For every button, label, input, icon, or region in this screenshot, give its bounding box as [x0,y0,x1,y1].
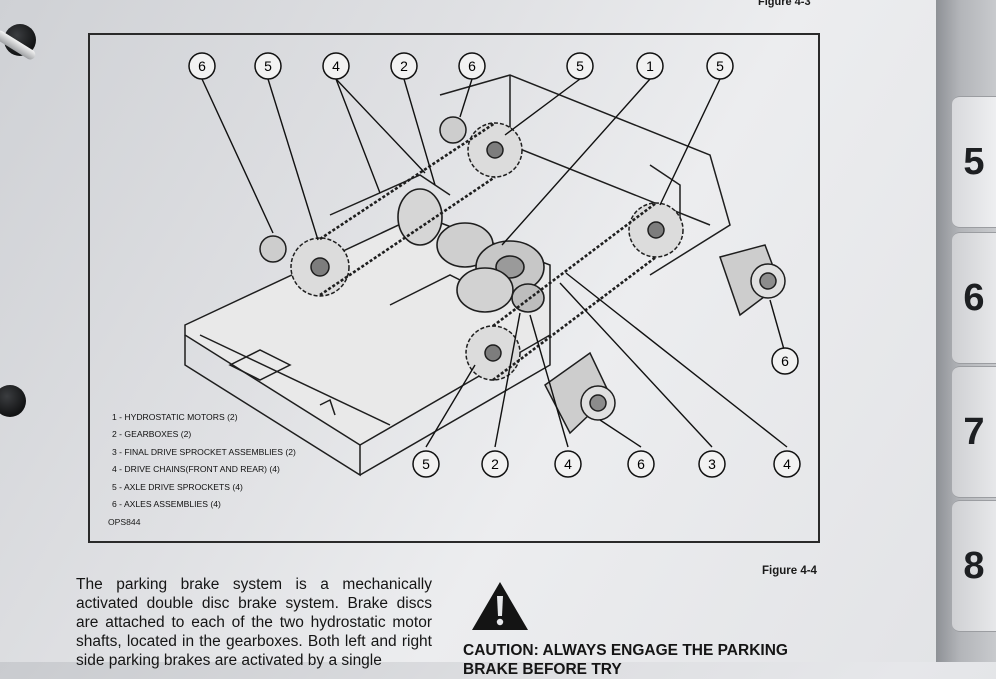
legend-item: 1 - HYDROSTATIC MOTORS (2) [112,412,238,422]
svg-text:2: 2 [491,456,499,472]
svg-text:2: 2 [400,58,408,74]
callout-2: 2 [390,52,418,80]
axle-assemblies [259,116,786,435]
tab-label: 7 [963,410,985,453]
callout-6: 6 [627,450,655,478]
binder-ring-middle [0,385,26,417]
svg-text:3: 3 [708,456,716,472]
warning-triangle-icon [472,582,528,630]
callout-3: 3 [698,450,726,478]
tab-label: 8 [963,544,985,587]
legend-item: 6 - AXLES ASSEMBLIES (4) [112,499,221,510]
svg-text:1: 1 [646,58,654,74]
chassis-frame [184,74,731,477]
figure-frame: 6 5 4 2 6 [88,33,820,543]
callout-5: 5 [706,52,734,80]
manual-page: Figure 4-3 [0,0,955,678]
parts-legend: 1 - HYDROSTATIC MOTORS (2) 2 - GEARBOXES… [112,409,296,513]
callout-5: 5 [412,450,440,478]
svg-text:5: 5 [422,456,430,472]
drivetrain-diagram: 6 5 4 2 6 [184,52,801,478]
binder-spine: 5 6 7 8 [936,0,996,662]
callout-4: 4 [554,450,582,478]
drawing-code: OPS844 [108,517,141,527]
callouts-right: 6 [771,347,799,375]
body-paragraph: The parking brake system is a mechanical… [76,576,432,669]
callout-6: 6 [458,52,486,80]
legend-item: 4 - DRIVE CHAINS(FRONT AND REAR) (4) [112,464,280,475]
figure-top-label: Figure 4-3 [758,0,811,8]
caution-heading: CAUTION: ALWAYS ENGAGE THE PARKING BRAKE… [463,642,788,678]
svg-text:6: 6 [637,456,645,472]
callout-2: 2 [481,450,509,478]
section-tab-6[interactable]: 6 [952,232,996,364]
tab-label: 5 [963,140,985,183]
figure-caption: Figure 4-4 [762,565,817,577]
svg-text:6: 6 [468,58,476,74]
drive-chains [319,121,657,382]
callout-1: 1 [636,52,664,80]
callout-4: 4 [322,52,350,80]
svg-text:5: 5 [716,58,724,74]
leader-lines [201,78,788,448]
svg-text:4: 4 [332,58,340,74]
callout-4: 4 [773,450,801,478]
binder-ring-top [0,24,38,62]
callout-5: 5 [566,52,594,80]
tab-label: 6 [963,276,985,319]
callout-6: 6 [188,52,216,80]
section-tab-8[interactable]: 8 [952,500,996,632]
callouts-top: 6 5 4 2 6 [188,52,734,80]
svg-text:5: 5 [264,58,272,74]
section-tab-7[interactable]: 7 [952,366,996,498]
svg-text:6: 6 [781,353,789,369]
section-tab-5[interactable]: 5 [952,96,996,228]
legend-item: 5 - AXLE DRIVE SPROCKETS (4) [112,481,243,492]
drive-assembly [397,188,545,313]
legend-item: 2 - GEARBOXES (2) [112,429,192,440]
svg-text:4: 4 [564,456,572,472]
svg-text:5: 5 [576,58,584,74]
svg-text:6: 6 [198,58,206,74]
legend-item: 3 - FINAL DRIVE SPROCKET ASSEMBLIES (2) [112,446,296,457]
callout-5: 5 [254,52,282,80]
callouts-bottom: 5 2 4 6 3 [412,450,801,478]
svg-text:4: 4 [783,456,791,472]
callout-6: 6 [771,347,799,375]
